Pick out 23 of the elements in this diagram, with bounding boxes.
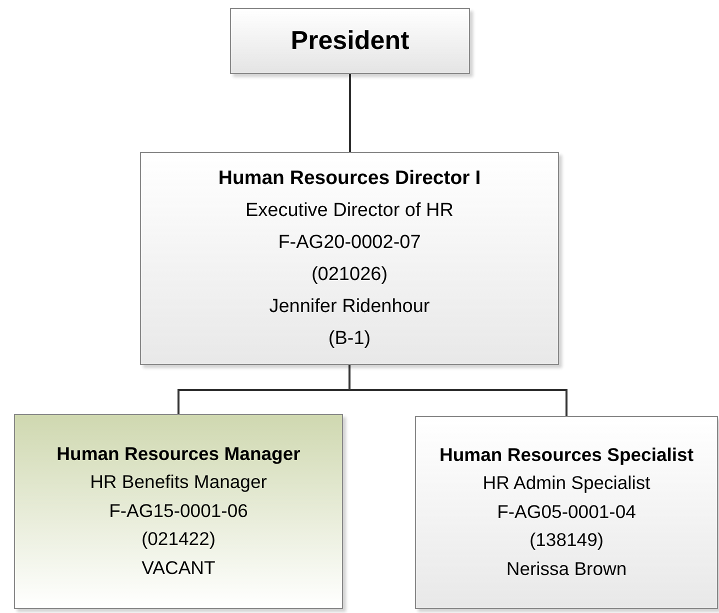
org-chart-box bbox=[14, 414, 343, 609]
position-detail: Executive Director of HR bbox=[245, 199, 454, 224]
position-detail: (021026) bbox=[311, 262, 388, 287]
position-detail: F-AG15-0001-06 bbox=[109, 498, 248, 523]
position-title: Human Resources Manager bbox=[56, 442, 300, 466]
connector-line bbox=[349, 74, 351, 152]
position-detail: (B-1) bbox=[328, 326, 371, 351]
position-detail: (021422) bbox=[141, 527, 216, 552]
position-detail: F-AG20-0002-07 bbox=[278, 231, 421, 256]
position-detail: Jennifer Ridenhour bbox=[269, 294, 430, 319]
position-detail: HR Admin Specialist bbox=[482, 470, 650, 495]
position-title: Human Resources Director I bbox=[218, 166, 481, 192]
org-chart-box bbox=[140, 152, 559, 365]
position-detail: HR Benefits Manager bbox=[90, 470, 267, 494]
position-detail: Nerissa Brown bbox=[506, 557, 627, 582]
position-detail: VACANT bbox=[142, 556, 216, 580]
position-title: Human Resources Specialist bbox=[440, 442, 694, 467]
position-detail: F-AG05-0001-04 bbox=[497, 500, 636, 524]
org-chart-box bbox=[230, 8, 470, 74]
position-title: President bbox=[290, 25, 410, 57]
org-chart-box bbox=[415, 416, 718, 609]
connector-line bbox=[348, 365, 568, 416]
position-detail: (138149) bbox=[529, 528, 604, 552]
